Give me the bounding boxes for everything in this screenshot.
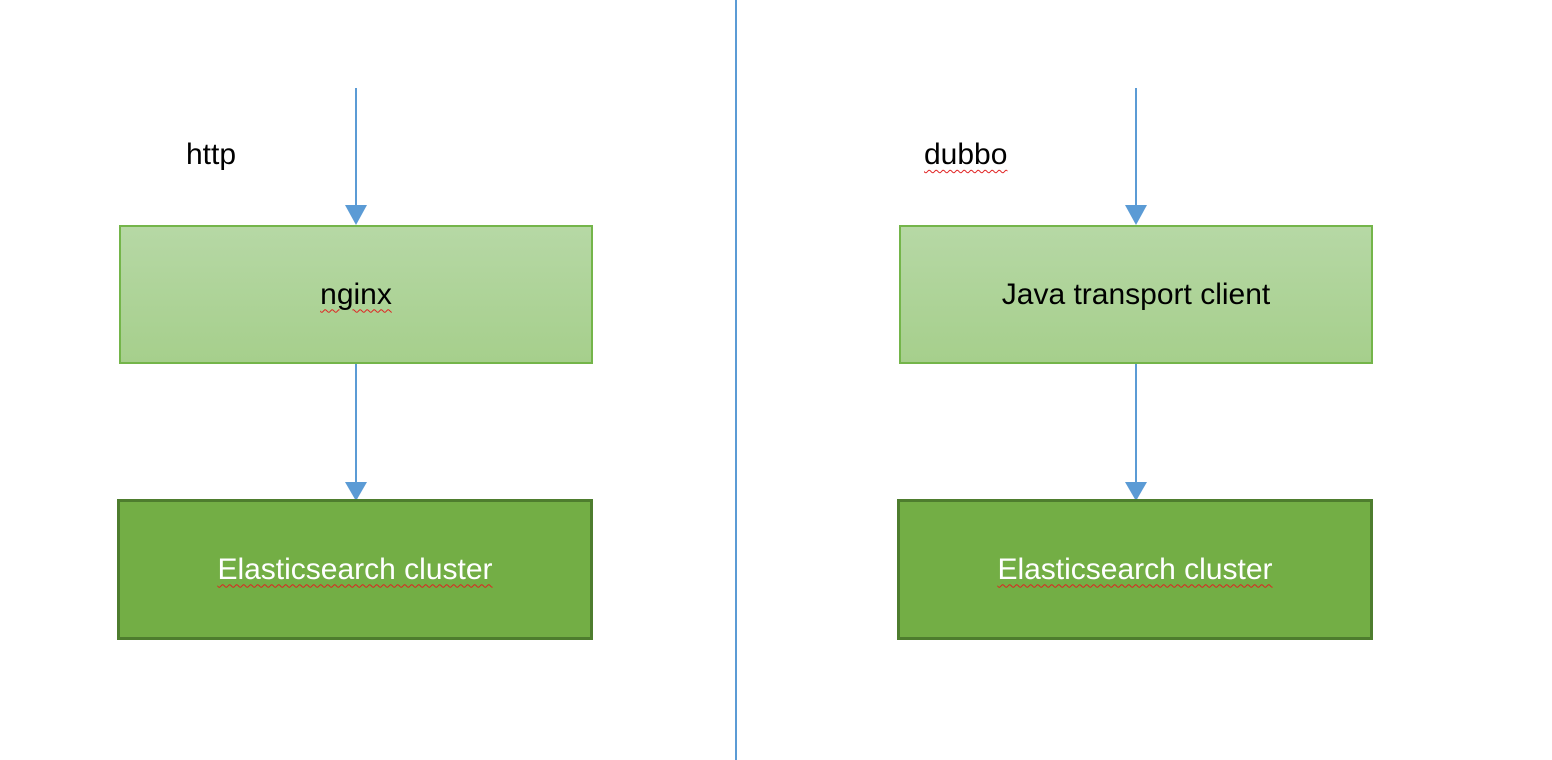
nginx-box: nginx bbox=[119, 225, 593, 364]
left-to-cluster-arrowhead bbox=[345, 482, 367, 501]
right-elasticsearch-cluster-box: Elasticsearch cluster bbox=[897, 499, 1373, 640]
left-elasticsearch-cluster-box: Elasticsearch cluster bbox=[117, 499, 593, 640]
java-transport-client-box: Java transport client bbox=[899, 225, 1373, 364]
left-elasticsearch-cluster-label: Elasticsearch cluster bbox=[217, 552, 493, 586]
dubbo-protocol-label: dubbo bbox=[924, 138, 1007, 172]
right-elasticsearch-cluster-label: Elasticsearch cluster bbox=[997, 552, 1273, 586]
right-incoming-arrowhead bbox=[1125, 205, 1147, 225]
left-incoming-arrowhead bbox=[345, 205, 367, 225]
nginx-box-label: nginx bbox=[320, 277, 392, 311]
java-transport-client-label: Java transport client bbox=[1001, 277, 1271, 311]
dubbo-protocol-text: dubbo bbox=[924, 138, 1008, 171]
http-protocol-label: http bbox=[186, 138, 237, 171]
right-to-cluster-arrowhead bbox=[1125, 482, 1147, 501]
